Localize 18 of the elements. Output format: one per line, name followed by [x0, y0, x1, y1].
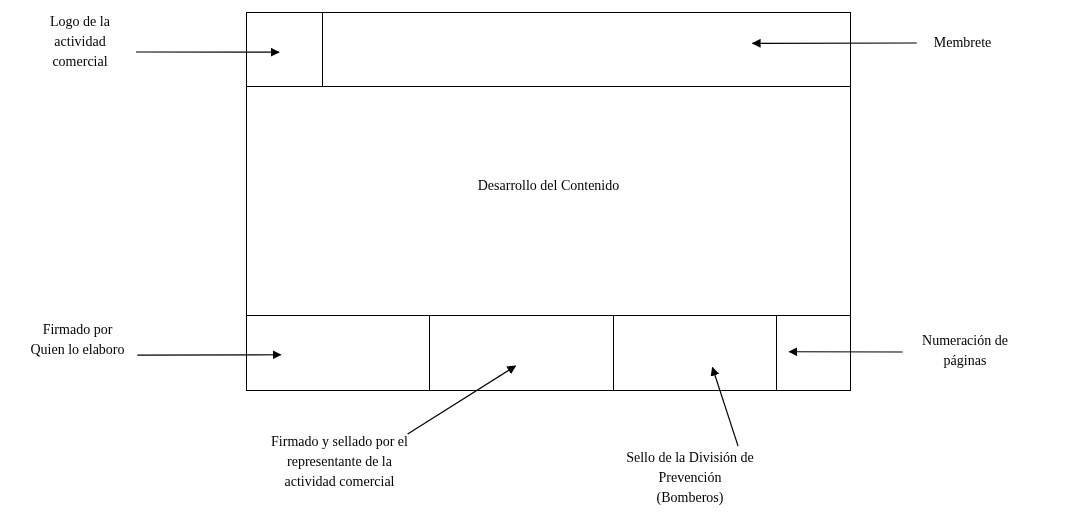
callout-label: Firmado y sellado por el representante de la actividad comercial: [267, 432, 412, 496]
page-frame: [246, 12, 851, 391]
callout-label: Logo de la actividad comercial: [30, 12, 130, 76]
section-label: Desarrollo del Contenido: [477, 178, 620, 194]
callout-label: Sello de la División de Prevención (Bomberos): [625, 448, 755, 512]
arrow: [710, 366, 739, 447]
arrow: [135, 47, 280, 57]
page-section: [613, 315, 776, 390]
callout-label: Firmado por Quien lo elaboro: [30, 320, 125, 384]
page-section: [776, 315, 850, 390]
page-section: [247, 13, 323, 87]
callout-label: Numeración de páginas: [905, 331, 1025, 373]
page-section: [429, 315, 613, 390]
arrow: [407, 365, 517, 435]
callout-label: Membrete: [925, 33, 1000, 53]
arrow: [751, 38, 918, 48]
arrow: [136, 350, 282, 360]
arrow: [788, 347, 904, 357]
